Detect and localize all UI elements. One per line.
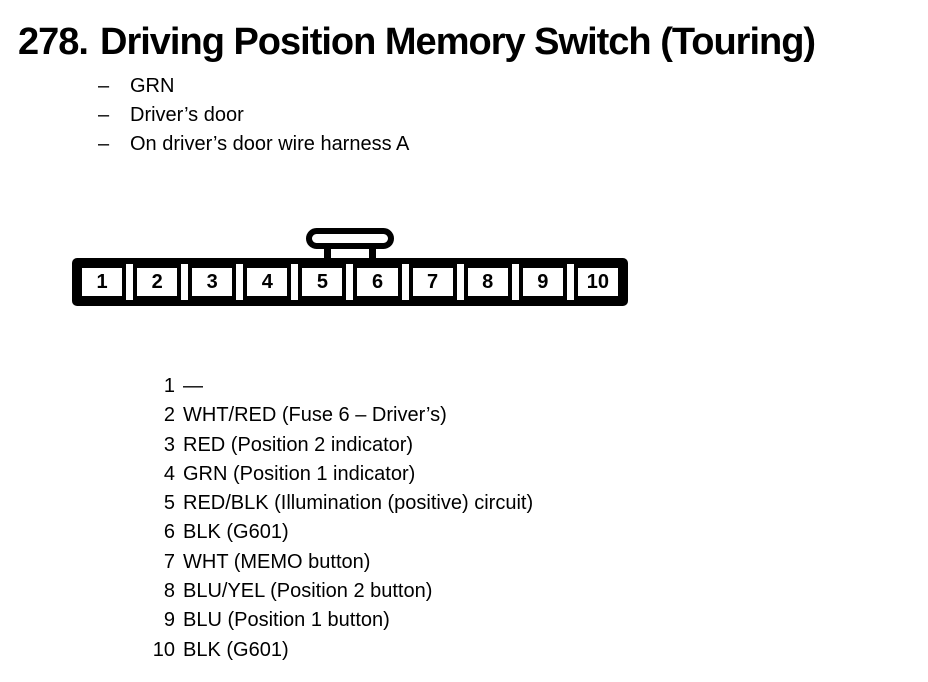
connector-pin-cell: 9 [518,264,567,300]
connector-pin-cell: 8 [463,264,512,300]
note-line: – Driver’s door [98,101,409,130]
connector-pin-cell: 5 [298,264,347,300]
pin-description: BLU/YEL (Position 2 button) [183,580,433,603]
pin-description: — [183,375,203,397]
pin-row: 3 RED (Position 2 indicator) [145,431,533,460]
pin-row: 6 BLK (G601) [145,518,533,547]
pin-row: 8 BLU/YEL (Position 2 button) [145,577,533,606]
pin-number: 10 [152,638,175,661]
connector-body: 1 2 3 4 5 6 7 8 9 10 [72,258,628,306]
pin-number: 3 [163,433,175,456]
pin-row: 10 BLK (G601) [145,636,533,665]
note-text: On driver’s door wire harness A [130,133,410,155]
connector-pin-cell: 6 [353,264,402,300]
pin-row: 7 WHT (MEMO button) [145,548,533,577]
figure-number: 278. [18,21,89,63]
dash-bullet: – [98,133,110,155]
connector-diagram: 1 2 3 4 5 6 7 8 9 10 [72,228,628,306]
pin-description: GRN (Position 1 indicator) [183,462,416,485]
note-text: GRN [130,75,175,97]
note-line: – On driver’s door wire harness A [98,130,409,159]
pin-description: BLK (G601) [183,638,289,661]
pin-number: 6 [163,521,175,544]
pin-description: RED/BLK (Illumination (positive) circuit… [183,492,534,515]
connector-latch-leg-left [324,247,331,259]
pin-number: 7 [163,550,175,573]
pin-description: BLU (Position 1 button) [183,609,390,632]
connector-latch-tab [306,228,394,249]
pin-number: 2 [163,404,175,427]
pin-list: 1 — 2 WHT/RED (Fuse 6 – Driver’s) 3 RED … [145,372,533,665]
pin-number: 5 [163,492,175,515]
note-text: Driver’s door [130,104,244,126]
pin-number: 8 [163,580,175,603]
pin-row: 1 — [145,372,533,401]
pin-description: RED (Position 2 indicator) [183,433,414,456]
connector-pin-cell: 10 [573,264,622,300]
pin-number: 4 [163,462,175,485]
figure-heading: 278. Driving Position Memory Switch (Tou… [18,21,816,63]
connector-notes: – GRN – Driver’s door – On driver’s door… [98,72,409,159]
pin-number: 9 [163,609,175,632]
pin-description: WHT/RED (Fuse 6 – Driver’s) [183,404,447,427]
connector-pin-cell: 3 [188,264,237,300]
pin-row: 9 BLU (Position 1 button) [145,606,533,635]
connector-pin-cell: 4 [243,264,292,300]
pin-row: 4 GRN (Position 1 indicator) [145,460,533,489]
pin-description: WHT (MEMO button) [183,550,371,573]
pin-number: 1 [163,375,175,397]
pin-row: 5 RED/BLK (Illumination (positive) circu… [145,489,533,518]
pin-description: BLK (G601) [183,521,289,544]
connector-pin-cell: 2 [133,264,182,300]
pin-row: 2 WHT/RED (Fuse 6 – Driver’s) [145,401,533,430]
page-title: Driving Position Memory Switch (Touring) [100,21,816,63]
connector-pin-cell: 7 [408,264,457,300]
dash-bullet: – [98,104,110,126]
connector-latch-leg-right [369,247,376,259]
dash-bullet: – [98,75,110,97]
note-line: – GRN [98,72,409,101]
connector-pin-cell: 1 [78,264,127,300]
